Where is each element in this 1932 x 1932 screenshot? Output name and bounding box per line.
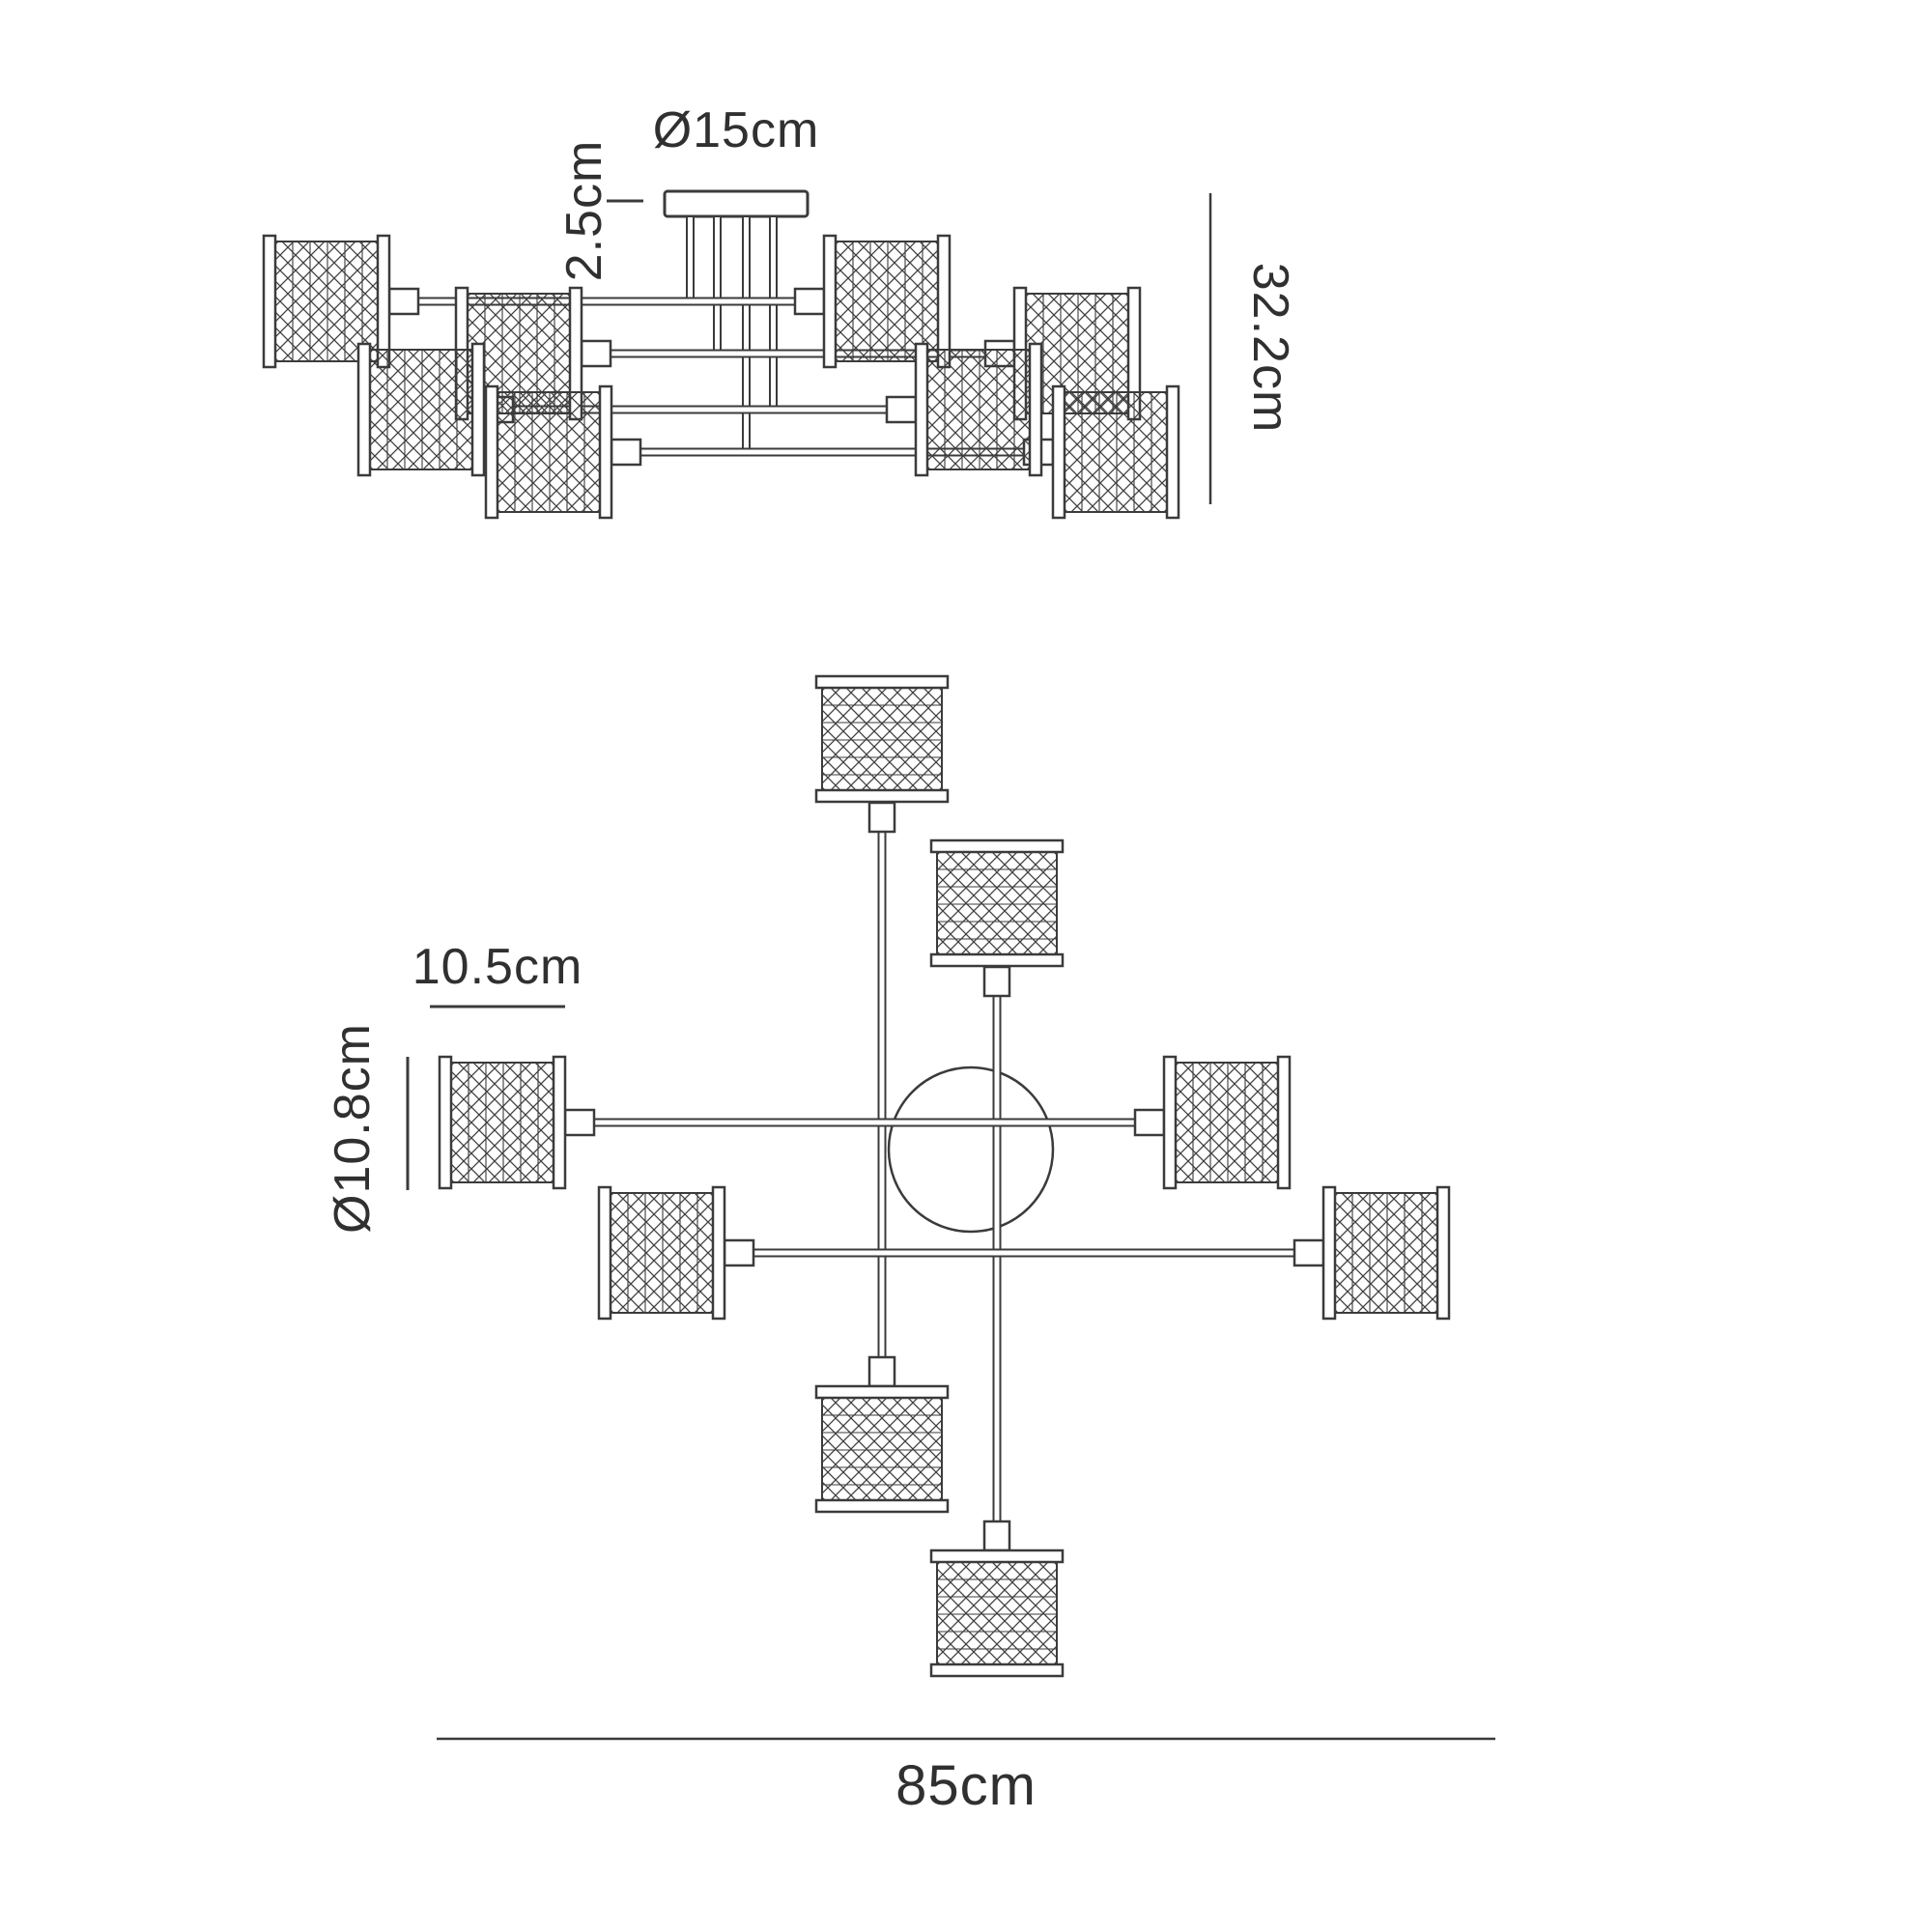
arm-connector — [867, 801, 896, 834]
cross-arm — [593, 1118, 1136, 1127]
shade-drum — [1051, 384, 1180, 520]
arm-connector — [723, 1238, 755, 1267]
shade-drum — [914, 342, 1043, 477]
center-hub-circle — [887, 1065, 1055, 1234]
arm-connector — [580, 339, 612, 368]
cross-arm — [753, 1248, 1295, 1258]
shade-drum — [597, 1185, 726, 1321]
overall-height-label: 32.2cm — [1242, 263, 1298, 434]
arm-connector — [982, 1520, 1011, 1552]
arm-connector — [563, 1108, 596, 1137]
arm-connector — [1293, 1238, 1325, 1267]
overall-width-label: 85cm — [895, 1754, 1037, 1817]
shade-drum — [814, 1384, 950, 1514]
arm-connector — [982, 965, 1011, 998]
shade-drum — [814, 674, 950, 804]
canopy-diameter-label: Ø15cm — [653, 102, 820, 158]
canopy-rod — [769, 215, 778, 411]
canopy-rod — [713, 215, 722, 355]
shade-drum — [1162, 1055, 1292, 1190]
stem-rod — [877, 831, 887, 1358]
shade-diameter-label: Ø10.8cm — [325, 1023, 381, 1234]
shade-drum — [484, 384, 613, 520]
canopy-height-label: 2.5cm — [556, 140, 612, 282]
arm-connector — [1133, 1108, 1166, 1137]
shade-drum — [356, 342, 486, 477]
arm-connector — [885, 395, 918, 424]
elevation-view: Ø15cm 2.5cm 32. — [262, 102, 1298, 520]
arm-connector — [867, 1355, 896, 1388]
arm-connector — [387, 287, 420, 316]
shade-drum — [822, 234, 952, 369]
stem-rod — [992, 995, 1002, 1522]
shade-drum — [929, 1548, 1065, 1678]
canopy-rod — [742, 215, 751, 453]
arm-connector — [610, 438, 642, 467]
canopy-rod — [686, 215, 695, 302]
shade-drum — [929, 838, 1065, 968]
shade-width-label: 10.5cm — [412, 939, 583, 995]
shade-drum — [438, 1055, 567, 1190]
plan-view: 10.5cm Ø10.8cm 85cm — [325, 674, 1495, 1817]
arm-connector — [793, 287, 826, 316]
ceiling-canopy — [663, 189, 810, 218]
shade-drum — [1321, 1185, 1451, 1321]
